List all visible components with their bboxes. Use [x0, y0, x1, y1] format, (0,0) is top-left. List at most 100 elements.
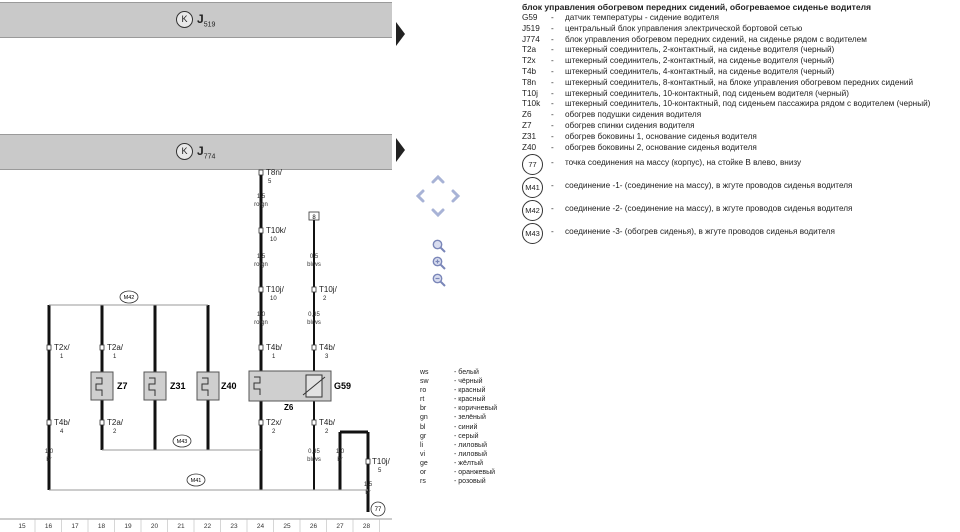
legend-circle-code: M41: [522, 177, 543, 199]
zoom-out-icon[interactable]: [431, 272, 447, 288]
legend-code: Z40: [522, 142, 537, 152]
component-z40: Z40: [196, 371, 237, 401]
legend-dash: -: [551, 110, 554, 120]
connector-pin: 5: [268, 179, 272, 185]
legend-row: G59-датчик температуры - сидение водител…: [522, 13, 954, 24]
legend-dash: -: [551, 131, 554, 141]
connector-pin: 10: [270, 296, 277, 302]
legend-row: Z40-обогрев боковины 2, основание сидень…: [522, 143, 954, 154]
zoom-fit-icon[interactable]: [431, 255, 447, 271]
wire-size: 1,5: [257, 194, 266, 200]
legend-code: Z6: [522, 110, 532, 120]
wire-color: bl/ws: [307, 262, 321, 268]
column-number: 19: [124, 523, 132, 530]
color-name: - розовый: [454, 478, 486, 486]
legend-desc: обогрев боковины 2, основание сиденья во…: [565, 142, 757, 152]
column-number: 21: [177, 523, 185, 530]
column-number: 15: [18, 523, 26, 530]
legend-circle-row: 77-точка соединения на массу (корпус), н…: [522, 153, 954, 176]
pan-controls: [415, 174, 461, 218]
wire-size: 1,0: [336, 449, 345, 455]
color-name-text: зелёный: [458, 414, 486, 422]
legend-items: G59 - датчик температуры - сидение водител…: [522, 13, 954, 153]
pan-left-icon[interactable]: [415, 189, 425, 203]
color-name: - лиловый: [454, 441, 487, 449]
color-name-text: синий: [458, 423, 478, 431]
color-name-text: серый: [458, 432, 479, 440]
color-abbr: gr: [420, 432, 427, 440]
legend-code: Z7: [522, 120, 532, 130]
color-abbr: rs: [420, 478, 426, 486]
zoom-in-icon[interactable]: [431, 238, 447, 254]
connector-pins: [46, 169, 371, 465]
bar-label: J774: [197, 144, 216, 161]
pan-right-icon[interactable]: [451, 189, 461, 203]
component-marker-icon: K: [176, 11, 193, 28]
connector-pin: 3: [325, 354, 329, 360]
color-name: - жёлтый: [454, 459, 484, 467]
column-number: 26: [310, 523, 318, 530]
color-abbr: rt: [420, 396, 425, 404]
continue-arrow-icon[interactable]: [396, 22, 405, 46]
color-name: - серый: [454, 432, 479, 440]
pan-down-icon[interactable]: [431, 208, 445, 218]
legend-desc: датчик температуры - сидение водителя: [565, 13, 719, 22]
legend-row: Z6 - обогрев подушки сидения водителя: [522, 110, 954, 121]
color-name-text: лиловый: [458, 441, 487, 449]
wire-color: br: [337, 457, 342, 463]
color-name-text: коричневый: [458, 405, 498, 413]
wire-size: 1,0: [45, 449, 54, 455]
component-marker-icon: K: [176, 143, 193, 160]
connector-label: T2x/: [54, 343, 70, 352]
connector-label: T10j/: [372, 457, 391, 466]
color-name-text: розовый: [458, 478, 486, 486]
color-name-text: красный: [458, 387, 486, 395]
wire-size: 0,35: [308, 449, 320, 455]
color-row: or- оранжевый: [420, 469, 510, 478]
color-name: - зелёный: [454, 414, 486, 422]
legend-desc: обогрев подушки сидения водителя: [565, 110, 702, 120]
color-name: - синий: [454, 423, 478, 431]
connector-label: T2x/: [266, 418, 282, 427]
legend-code: T8n: [522, 77, 537, 87]
legend-code: G59: [522, 13, 538, 22]
connector-pin: 4: [60, 429, 64, 435]
color-abbr: ro: [420, 387, 427, 395]
component-label-z31: Z31: [170, 381, 186, 391]
legend-dash: -: [551, 23, 554, 33]
component-z7: Z7: [90, 371, 128, 401]
legend-desc: блок управления обогревом передних сиден…: [565, 34, 867, 44]
legend-code: T10k: [522, 99, 541, 109]
legend-dash: -: [551, 181, 554, 191]
color-name-text: чёрный: [458, 378, 483, 386]
legend-dash: -: [551, 66, 554, 76]
component-label-z7: Z7: [117, 381, 128, 391]
legend-desc: точка соединения на массу (корпус), на с…: [565, 158, 802, 168]
legend-circle-items: 77-точка соединения на массу (корпус), н…: [522, 153, 954, 245]
component-label-z6: Z6: [284, 403, 294, 412]
color-row: ws- белый: [420, 369, 510, 378]
pan-up-icon[interactable]: [431, 174, 445, 184]
connector-pin: 1: [272, 354, 276, 360]
wire-color: ro/gn: [254, 320, 268, 326]
continue-arrow-icon[interactable]: [396, 138, 405, 162]
color-row: ro- красный: [420, 387, 510, 396]
legend-desc: штекерный соединитель, 10-контактный, по…: [565, 88, 849, 98]
wiring-diagram: Z7 Z31 Z40 Z6 G59 T8n/ 5 T10k: [0, 168, 392, 532]
color-name: - чёрный: [454, 378, 483, 386]
legend-row: J774-блок управления обогревом передних …: [522, 35, 954, 46]
legend-code: J519: [522, 23, 540, 33]
legend-code: T2x: [522, 56, 536, 66]
legend-code: T2a: [522, 45, 537, 55]
connector-label: T10j/: [266, 285, 285, 294]
legend-desc: центральный блок управления электрическо…: [565, 23, 803, 33]
wire-size: 1,5: [364, 482, 373, 488]
connector-pin: 10: [270, 237, 277, 243]
legend-dash: -: [551, 56, 554, 66]
color-abbr: ge: [420, 459, 428, 467]
component-legend: блок управления обогревом передних сиден…: [522, 2, 954, 245]
legend-code: J774: [522, 34, 540, 44]
wire-size: 1,5: [257, 254, 266, 260]
legend-row: T8n-штекерный соединитель, 8-контактный,…: [522, 78, 954, 89]
